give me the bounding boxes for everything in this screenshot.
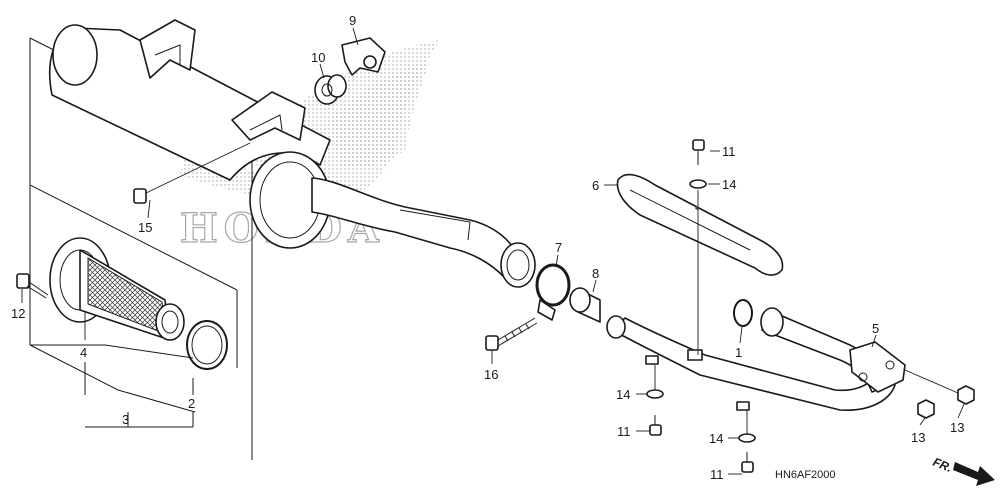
callout-7: 7 [555, 240, 562, 255]
callout-12: 12 [11, 306, 25, 321]
part-6-protector [616, 173, 784, 276]
part-11-bolt-left [649, 415, 662, 436]
part-11-bolt-top [692, 139, 705, 355]
part-8-seal [569, 287, 601, 323]
part-7-clamp [535, 263, 571, 321]
callout-2: 2 [188, 396, 195, 411]
muffler-body [48, 19, 331, 249]
part-2-gasket [186, 320, 228, 370]
part-1-gasket [733, 299, 753, 327]
callout-14-top: 14 [722, 177, 736, 192]
callout-9: 9 [349, 13, 356, 28]
part-13-nut-right [904, 369, 975, 405]
callout-leader-lines [21, 27, 965, 475]
muffler-outlet-pipe [311, 177, 536, 288]
callout-13-left: 13 [911, 430, 925, 445]
callout-1: 1 [735, 345, 742, 360]
callout-11-left: 11 [617, 424, 631, 439]
callout-14-right: 14 [709, 431, 723, 446]
callout-13-right: 13 [950, 420, 964, 435]
part-16-bolt [485, 317, 538, 351]
part-12-bolt [16, 273, 49, 299]
part-11-bolt-right [741, 452, 754, 473]
callout-6: 6 [592, 178, 599, 193]
callout-16: 16 [484, 367, 498, 382]
part-14-washer-left [646, 365, 664, 399]
callout-4: 4 [80, 345, 87, 360]
callout-8: 8 [592, 266, 599, 281]
front-indicator-label: FR. [931, 455, 954, 475]
callout-10: 10 [311, 50, 325, 65]
callout-11-right: 11 [710, 467, 724, 482]
callout-11-top: 11 [722, 144, 736, 159]
callout-labels: 1 2 3 4 5 6 7 8 9 10 11 12 13 14 15 16 1… [11, 13, 964, 482]
callout-14-left: 14 [616, 387, 630, 402]
callout-15: 15 [138, 220, 152, 235]
callout-3: 3 [122, 412, 129, 427]
part-13-nut-left [917, 399, 935, 419]
part-9-bracket [341, 37, 386, 76]
part-10-grommet [314, 74, 347, 105]
front-direction-arrow: FR. [931, 455, 995, 486]
part-14-washer-right [738, 410, 756, 443]
part-4-spark-arrester [49, 237, 185, 341]
callout-5: 5 [872, 321, 879, 336]
diagram-code: HN6AF2000 [775, 469, 836, 481]
part-14-washer-top [689, 179, 707, 189]
part-15-bolt [133, 142, 251, 204]
part-5-exhaust-pipe [606, 307, 906, 411]
